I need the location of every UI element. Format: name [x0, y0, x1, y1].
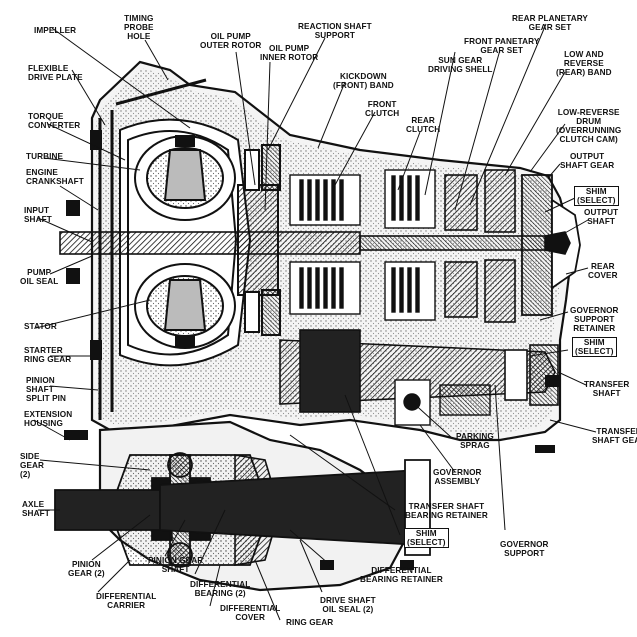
label-stator: STATOR — [24, 322, 57, 331]
label-pinion-gear: PINION GEAR (2) — [68, 560, 105, 578]
label-engine-crankshaft: ENGINE CRANKSHAFT — [26, 168, 84, 186]
label-transfer-shaft-bearing-retainer: TRANSFER SHAFT BEARING RETAINER — [405, 502, 488, 520]
front-clutch-pack — [289, 174, 361, 315]
label-differential-cover: DIFFERENTIAL COVER — [220, 604, 281, 622]
label-governor-support: GOVERNOR SUPPORT — [500, 540, 549, 558]
label-transfer-shaft: TRANSFER SHAFT — [584, 380, 630, 398]
label-side-gear: SIDE GEAR (2) — [20, 452, 45, 479]
label-rear-cover: REAR COVER — [588, 262, 618, 280]
label-pinion-gear-shaft: PINION GEAR SHAFT — [148, 556, 204, 574]
label-differential-carrier: DIFFERENTIAL CARRIER — [96, 592, 157, 610]
label-pinion-shaft-split-pin: PINION SHAFT SPLIT PIN — [26, 376, 67, 403]
label-parking-sprag: PARKING SPRAG — [456, 432, 494, 450]
label-pump-oil-seal: PUMP OIL SEAL — [20, 268, 59, 286]
label-differential-bearing-retainer: DIFFERENTIAL BEARING RETAINER — [360, 566, 443, 584]
label-torque-converter: TORQUE CONVERTER — [28, 112, 81, 130]
label-differential-bearing: DIFFERENTIAL BEARING (2) — [190, 580, 251, 598]
label-drive-shaft-oil-seal: DRIVE SHAFT OIL SEAL (2) — [320, 596, 376, 614]
label-extension-housing: EXTENSION HOUSING — [24, 410, 73, 428]
label-front-planetary-gear-set: FRONT PANETARY GEAR SET — [464, 37, 540, 55]
label-reaction-shaft-support: REACTION SHAFT SUPPORT — [298, 22, 372, 40]
label-shim-select-2: SHIM (SELECT) — [572, 337, 617, 357]
label-rear-planetary-gear-set: REAR PLANETARY GEAR SET — [512, 14, 588, 32]
label-input-shaft: INPUT SHAFT — [24, 206, 52, 224]
label-rear-clutch: REAR CLUTCH — [406, 116, 441, 134]
label-low-reverse-band: LOW AND REVERSE (REAR) BAND — [556, 50, 612, 77]
label-governor-support-retainer: GOVERNOR SUPPORT RETAINER — [570, 306, 619, 333]
main-shaft — [59, 231, 571, 255]
label-impeller: IMPELLER — [34, 26, 77, 35]
label-front-clutch: FRONT CLUTCH — [365, 100, 400, 118]
torque-converter — [119, 118, 252, 367]
label-shim-select-1: SHIM (SELECT) — [574, 186, 619, 206]
label-output-shaft-gear: OUTPUT SHAFT GEAR — [560, 152, 615, 170]
label-timing-probe-hole: TIMING PROBE HOLE — [124, 14, 154, 41]
label-oil-pump-outer-rotor: OIL PUMP OUTER ROTOR — [200, 32, 262, 50]
label-shim-select-3: SHIM (SELECT) — [404, 528, 449, 548]
label-output-shaft: OUTPUT SHAFT — [584, 208, 619, 226]
label-turbine: TURBINE — [26, 152, 64, 161]
label-kickdown-band: KICKDOWN (FRONT) BAND — [333, 72, 394, 90]
governor-assembly — [394, 379, 491, 426]
planetary-gear-sets — [444, 169, 516, 323]
leader-lines — [33, 23, 597, 621]
label-starter-ring-gear: STARTER RING GEAR — [24, 346, 72, 364]
label-oil-pump-inner-rotor: OIL PUMP INNER ROTOR — [260, 44, 319, 62]
label-sun-gear-driving-shell: SUN GEAR DRIVING SHELL — [428, 56, 493, 74]
bell-housing-wall — [98, 78, 207, 420]
label-governor-assembly: GOVERNOR ASSEMBLY — [433, 468, 482, 486]
label-ring-gear: RING GEAR — [286, 618, 334, 627]
fasteners — [64, 130, 559, 570]
label-axle-shaft: AXLE SHAFT — [22, 500, 50, 518]
label-flexible-drive-plate: FLEXIBLE DRIVE PLATE — [28, 64, 83, 82]
rear-clutch-pack — [384, 169, 436, 321]
label-transfer-shaft-gear: TRANSFER SHAFT GEAR — [592, 427, 637, 445]
label-low-reverse-drum: LOW-REVERSE DRUM (OVERRUNNING CLUTCH CAM… — [556, 108, 622, 144]
